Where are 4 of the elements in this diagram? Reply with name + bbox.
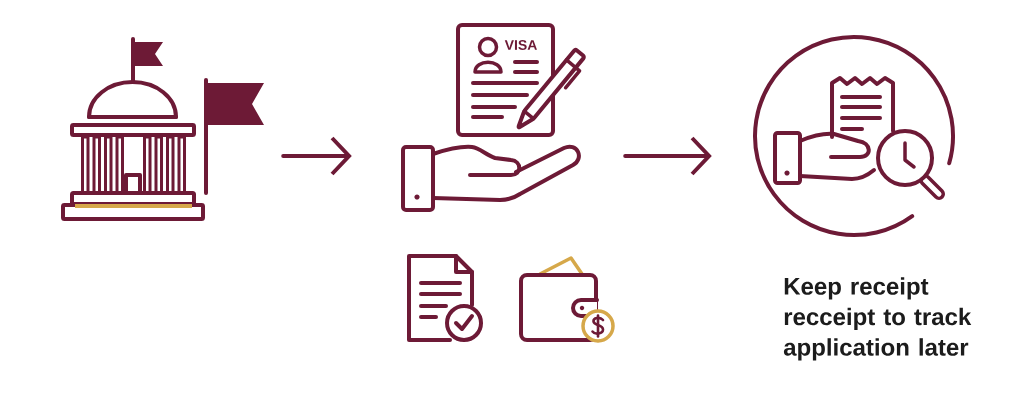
government-building-picture [61,37,264,221]
arrow [623,136,712,176]
node-label: Keep receipt recceipt to track application later [783,277,972,361]
document-heading: VISA [504,40,537,50]
